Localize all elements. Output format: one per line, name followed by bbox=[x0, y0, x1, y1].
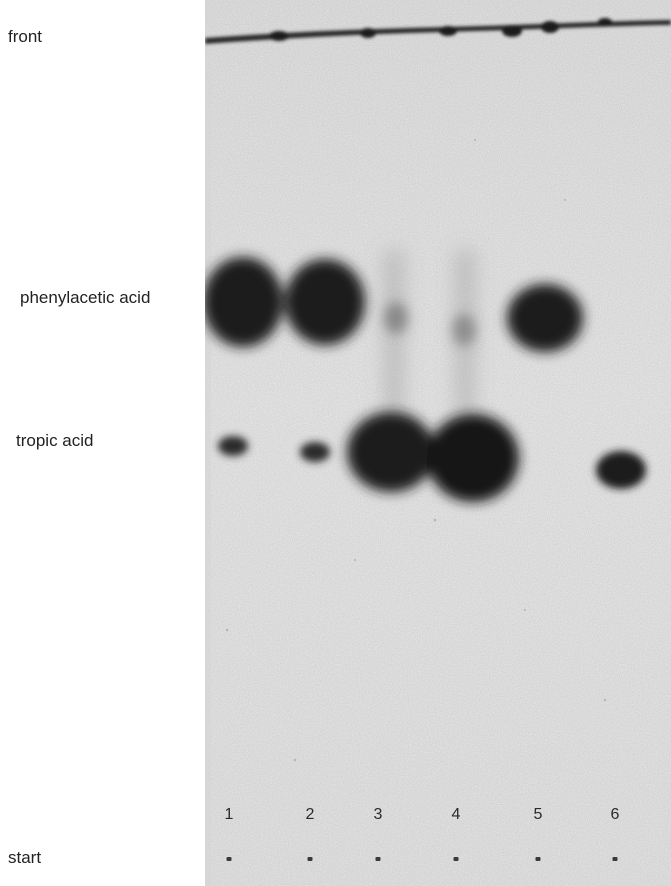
spot-lane-3-phenylacetic bbox=[384, 302, 408, 334]
spot-lane-4-phenylacetic bbox=[452, 314, 476, 346]
lane-number-5: 5 bbox=[533, 806, 543, 823]
plate-left-edge bbox=[205, 0, 211, 886]
spot-lane-1-tropic bbox=[218, 436, 248, 456]
start-dot-lane-3 bbox=[375, 857, 381, 861]
tlc-plate-image bbox=[205, 0, 671, 886]
tropic-acid-label: tropic acid bbox=[16, 431, 94, 450]
spot-lane-6-tropic bbox=[596, 451, 646, 489]
start-dot-lane-4 bbox=[453, 857, 459, 861]
spot-lane-2-tropic bbox=[300, 442, 330, 462]
tropic-acid-large-spots bbox=[347, 412, 519, 502]
spot-lane-1-phenylacetic bbox=[205, 257, 283, 347]
spot-lane-4-tropic bbox=[427, 414, 519, 502]
start-dot-lane-1 bbox=[226, 857, 232, 861]
solvent-front-line bbox=[205, 18, 671, 44]
phenylacetic-acid-spots bbox=[205, 257, 583, 352]
start-dot-lane-6 bbox=[612, 857, 618, 861]
tropic-acid-spots bbox=[218, 436, 646, 489]
spot-lane-5-phenylacetic bbox=[507, 284, 583, 352]
spot-lane-3-tropic bbox=[347, 412, 435, 492]
lane-number-3: 3 bbox=[373, 806, 383, 823]
spot-lane-2-phenylacetic bbox=[285, 259, 365, 345]
start-dot-lane-2 bbox=[307, 857, 313, 861]
phenylacetic-acid-label: phenylacetic acid bbox=[20, 288, 151, 307]
lane-number-4: 4 bbox=[451, 806, 461, 823]
lane-number-2: 2 bbox=[305, 806, 315, 823]
start-line-label: start bbox=[8, 848, 42, 867]
solvent-front-label: front bbox=[8, 27, 43, 46]
lane-number-6: 6 bbox=[610, 806, 620, 823]
start-dot-lane-5 bbox=[535, 857, 541, 861]
lane-number-1: 1 bbox=[224, 806, 234, 823]
tlc-plate bbox=[205, 0, 671, 886]
plate-specks bbox=[225, 139, 607, 762]
